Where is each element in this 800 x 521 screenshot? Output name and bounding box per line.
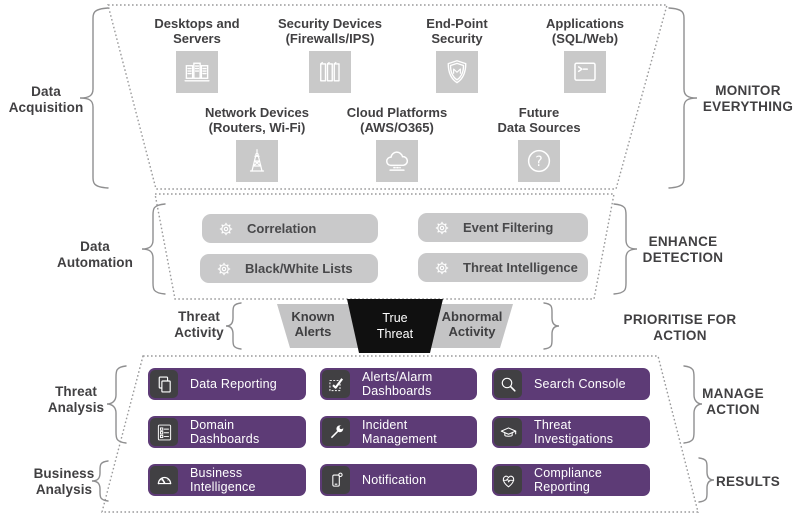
terminal-icon <box>564 51 606 94</box>
source-label: Future Data Sources <box>497 105 581 136</box>
source-label: Network Devices (Routers, Wi-Fi) <box>204 105 310 136</box>
gear-icon <box>435 261 449 274</box>
gauge-icon <box>150 466 178 494</box>
shield-icon <box>436 51 478 94</box>
source-security-devices: Security Devices (Firewalls/IPS) <box>245 16 415 94</box>
clipboard-list-icon <box>150 418 178 446</box>
source-network-devices: Network Devices (Routers, Wi-Fi) <box>172 105 342 183</box>
true-threat-segment: True Threat <box>376 311 414 341</box>
copy-pages-icon <box>150 370 178 398</box>
action-box-label: Search Console <box>534 377 626 391</box>
svg-text:?: ? <box>535 154 542 170</box>
server-rack-icon <box>176 51 218 94</box>
action-box-label: Business Intelligence <box>190 466 256 494</box>
action-box-alerts-dashboards: Alerts/Alarm Dashboards <box>320 368 477 400</box>
monitor-everything-label: MONITOR EVERYTHING <box>702 83 794 115</box>
action-box-label: Alerts/Alarm Dashboards <box>362 370 433 398</box>
automation-pill-threat-intelligence: Threat Intelligence <box>418 253 588 282</box>
brace-manage-action <box>683 365 703 444</box>
action-box-business-intelligence: Business Intelligence <box>148 464 306 496</box>
brace-prioritise <box>543 302 560 350</box>
brace-threat-activity <box>225 302 242 350</box>
action-box-domain-dashboards: Domain Dashboards <box>148 416 306 448</box>
analysis-outline <box>101 355 699 513</box>
prioritise-for-action-label: PRIORITISE FOR ACTION <box>623 312 737 344</box>
brace-business-analysis <box>91 460 109 502</box>
graduation-cap-icon <box>494 418 522 446</box>
source-cloud-platforms: Cloud Platforms (AWS/O365) <box>312 105 482 183</box>
action-box-notification: Notification <box>320 464 477 496</box>
source-label: Security Devices (Firewalls/IPS) <box>277 16 383 47</box>
brace-monitor-everything <box>668 7 698 189</box>
wrench-icon <box>322 418 350 446</box>
action-box-compliance-reporting: Compliance Reporting <box>492 464 650 496</box>
brace-data-automation <box>141 203 166 295</box>
pill-label: Black/White Lists <box>245 261 353 276</box>
data-automation-label: Data Automation <box>57 239 133 271</box>
firewall-icon <box>309 51 351 94</box>
action-box-label: Data Reporting <box>190 377 277 391</box>
threat-analysis-label: Threat Analysis <box>47 384 105 416</box>
action-box-label: Domain Dashboards <box>190 418 260 446</box>
pill-label: Event Filtering <box>463 220 554 235</box>
source-label: End-Point Security <box>426 16 488 47</box>
manage-action-label: MANAGE ACTION <box>702 386 764 418</box>
source-label: Desktops and Servers <box>154 16 240 47</box>
threat-activity-label: Threat Activity <box>174 309 224 341</box>
radio-tower-icon <box>236 140 278 183</box>
true-threat-shape <box>347 299 443 353</box>
action-box-incident-management: Incident Management <box>320 416 477 448</box>
source-desktops-servers: Desktops and Servers <box>112 16 282 94</box>
gear-icon <box>219 222 233 235</box>
brace-enhance-detection <box>613 203 638 295</box>
data-acquisition-label: Data Acquisition <box>8 84 84 116</box>
source-label: Applications (SQL/Web) <box>545 16 624 47</box>
cloud-icon <box>376 140 418 183</box>
acquisition-outline <box>107 4 668 190</box>
results-label: RESULTS <box>715 474 781 489</box>
action-box-label: Compliance Reporting <box>534 466 603 494</box>
gear-icon <box>217 262 231 275</box>
brace-threat-analysis <box>106 365 127 444</box>
source-future-data: Future Data Sources ? <box>454 105 624 183</box>
action-box-label: Incident Management <box>362 418 437 446</box>
automation-outline <box>154 193 615 300</box>
action-box-data-reporting: Data Reporting <box>148 368 306 400</box>
checkbox-icon <box>322 370 350 398</box>
action-box-label: Threat Investigations <box>534 418 614 446</box>
business-analysis-label: Business Analysis <box>33 466 95 498</box>
automation-pill-black-white-lists: Black/White Lists <box>200 254 378 283</box>
enhance-detection-label: ENHANCE DETECTION <box>642 234 724 266</box>
action-box-label: Notification <box>362 473 427 487</box>
known-alerts-segment: Known Alerts <box>291 309 335 340</box>
pill-label: Threat Intelligence <box>463 260 578 275</box>
question-mark-icon: ? <box>518 140 560 183</box>
magnifier-icon <box>494 370 522 398</box>
abnormal-activity-segment: Abnormal Activity <box>441 309 503 340</box>
source-label: Cloud Platforms (AWS/O365) <box>346 105 448 136</box>
phone-icon <box>322 466 350 494</box>
source-applications: Applications (SQL/Web) <box>500 16 670 94</box>
action-box-threat-investigations: Threat Investigations <box>492 416 650 448</box>
heart-pulse-icon <box>494 466 522 494</box>
action-box-search-console: Search Console <box>492 368 650 400</box>
source-endpoint-security: End-Point Security <box>372 16 542 94</box>
gear-icon <box>435 221 449 234</box>
brace-results <box>698 457 715 503</box>
brace-data-acquisition <box>79 7 109 189</box>
automation-pill-event-filtering: Event Filtering <box>418 213 588 242</box>
automation-pill-correlation: Correlation <box>202 214 378 243</box>
pill-label: Correlation <box>247 221 317 236</box>
